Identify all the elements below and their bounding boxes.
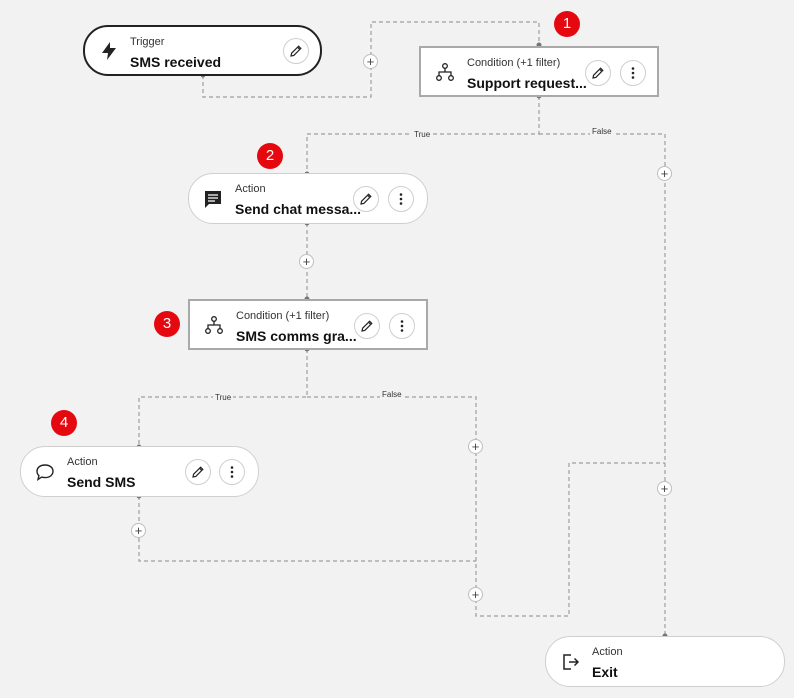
- vertical-dots-icon: [400, 320, 404, 332]
- pencil-icon: [361, 320, 373, 332]
- lightning-icon: [102, 41, 116, 60]
- pencil-icon: [360, 193, 372, 205]
- edit-button[interactable]: [185, 459, 211, 485]
- node-title: Support request...: [467, 75, 587, 91]
- add-step-button[interactable]: +: [468, 587, 483, 602]
- step-badge: 4: [51, 410, 77, 436]
- trigger-node[interactable]: Trigger SMS received: [83, 25, 322, 76]
- pencil-icon: [192, 466, 204, 478]
- node-title: Exit: [592, 664, 618, 680]
- node-kind: Trigger: [130, 36, 165, 48]
- condition-node-support-request[interactable]: Condition (+1 filter) Support request...: [419, 46, 659, 97]
- action-node-exit[interactable]: Action Exit: [545, 636, 785, 687]
- add-step-button[interactable]: +: [468, 439, 483, 454]
- branch-icon: [436, 62, 454, 81]
- connector-sms-merge: [138, 496, 476, 562]
- edit-button[interactable]: [353, 186, 379, 212]
- action-node-send-sms[interactable]: Action Send SMS: [20, 446, 259, 497]
- edge-label-c1-false: False: [590, 127, 614, 137]
- edge-label-c2-true: True: [213, 393, 234, 403]
- node-kind: Action: [235, 183, 266, 195]
- node-kind: Condition (+1 filter): [467, 57, 561, 69]
- vertical-dots-icon: [230, 466, 234, 478]
- exit-icon: [563, 653, 580, 670]
- chat-message-icon: [205, 190, 221, 208]
- vertical-dots-icon: [399, 193, 403, 205]
- condition-node-sms-comms[interactable]: Condition (+1 filter) SMS comms gra...: [188, 299, 428, 350]
- more-options-button[interactable]: [388, 186, 414, 212]
- pencil-icon: [290, 45, 302, 57]
- step-badge: 1: [554, 11, 580, 37]
- connector-c2-true: [138, 349, 308, 447]
- add-step-button[interactable]: +: [657, 481, 672, 496]
- vertical-dots-icon: [631, 67, 635, 79]
- node-kind: Action: [592, 646, 623, 658]
- node-title: Send SMS: [67, 474, 136, 490]
- more-options-button[interactable]: [219, 459, 245, 485]
- node-title: Send chat messa...: [235, 201, 362, 217]
- speech-bubble-icon: [36, 463, 54, 481]
- edge-label-c2-false: False: [380, 390, 404, 400]
- edit-button[interactable]: [354, 313, 380, 339]
- edit-button[interactable]: [585, 60, 611, 86]
- edit-button[interactable]: [283, 38, 309, 64]
- branch-icon: [205, 315, 223, 334]
- step-badge: 3: [154, 311, 180, 337]
- action-node-send-chat[interactable]: Action Send chat messa...: [188, 173, 428, 224]
- edge-label-c1-true: True: [412, 130, 433, 140]
- step-badge: 2: [257, 143, 283, 169]
- connector-c2-false: [307, 396, 665, 617]
- add-step-button[interactable]: +: [131, 523, 146, 538]
- add-step-button[interactable]: +: [363, 54, 378, 69]
- pencil-icon: [592, 67, 604, 79]
- node-title: SMS comms gra...: [236, 328, 357, 344]
- more-options-button[interactable]: [389, 313, 415, 339]
- node-kind: Action: [67, 456, 98, 468]
- add-step-button[interactable]: +: [657, 166, 672, 181]
- add-step-button[interactable]: +: [299, 254, 314, 269]
- node-title: SMS received: [130, 54, 222, 70]
- connector-c1-false: [539, 133, 666, 636]
- more-options-button[interactable]: [620, 60, 646, 86]
- node-kind: Condition (+1 filter): [236, 310, 330, 322]
